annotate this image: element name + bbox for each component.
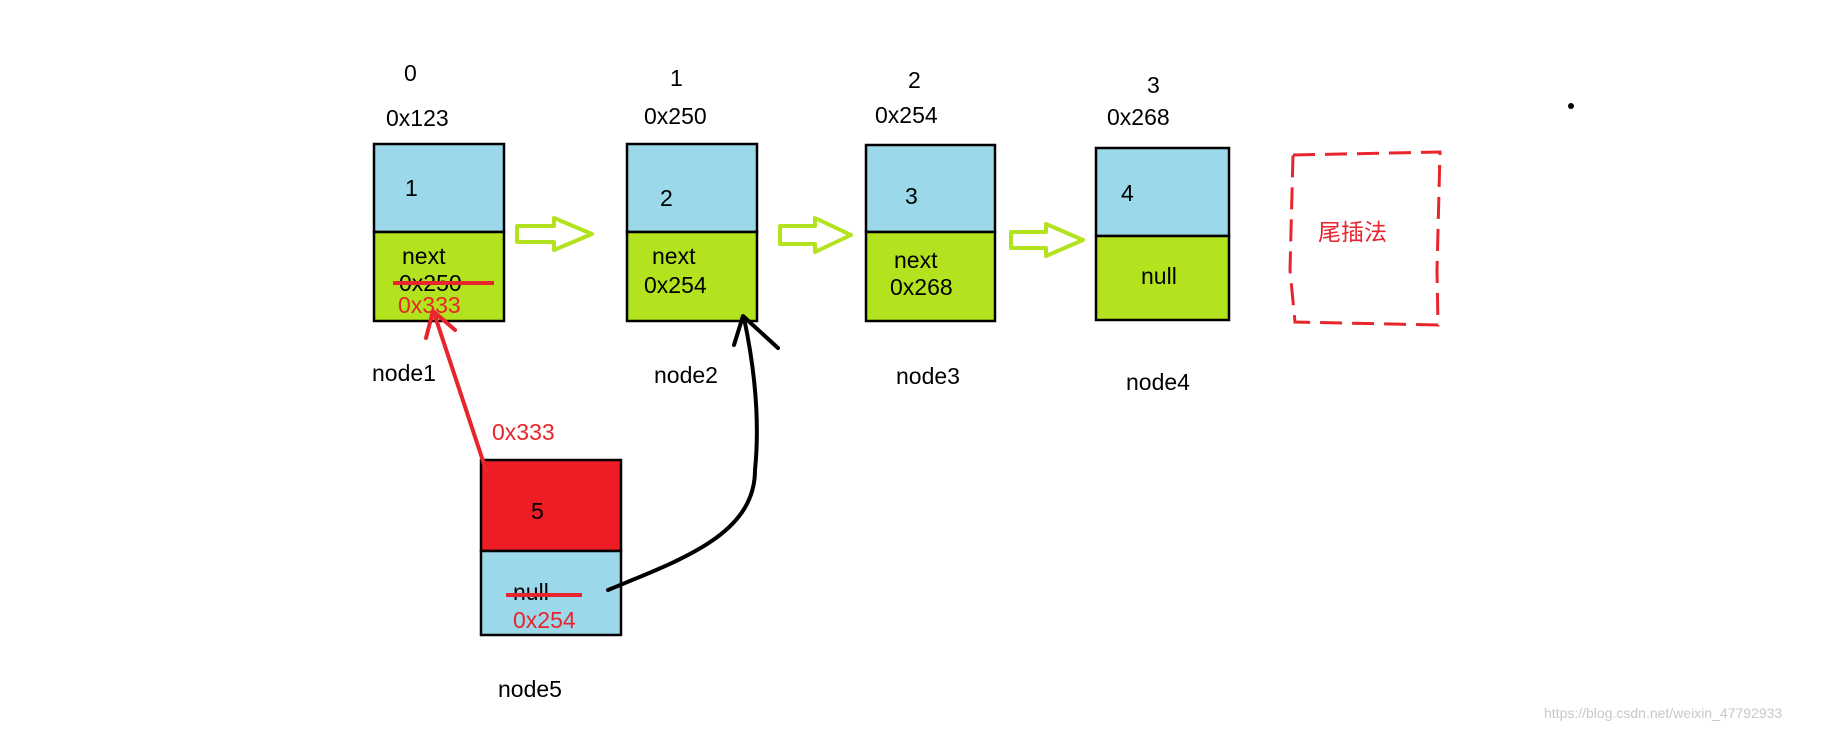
node5-next-old-value: null bbox=[513, 579, 549, 605]
node2-next-label: next bbox=[652, 243, 696, 269]
node3-value: 3 bbox=[905, 183, 918, 209]
node3-name: node3 bbox=[896, 363, 960, 389]
stray-dot bbox=[1568, 103, 1574, 109]
arrow-node1-to-node2 bbox=[515, 216, 594, 252]
node1-name: node1 bbox=[372, 360, 436, 386]
black-arrow-node5-to-node2 bbox=[606, 316, 759, 592]
node5-next-new-value: 0x254 bbox=[513, 607, 576, 633]
node4: 3 0x268 4 null node4 bbox=[1094, 72, 1231, 395]
node2: 1 0x250 2 next 0x254 node2 bbox=[625, 65, 759, 388]
node3-index: 2 bbox=[908, 67, 921, 93]
node1-next-label: next bbox=[402, 243, 446, 269]
node2-next-value: 0x254 bbox=[644, 272, 707, 298]
node5: 0x333 5 null 0x254 node5 bbox=[479, 419, 623, 702]
node2-address: 0x250 bbox=[644, 103, 707, 129]
red-arrowhead-node1 bbox=[424, 309, 457, 340]
node1-value-cell bbox=[372, 142, 506, 234]
arrow-node2-to-node3 bbox=[778, 216, 853, 254]
node2-next-cell bbox=[625, 230, 759, 323]
node3-next-value: 0x268 bbox=[890, 274, 953, 300]
arrow-node3-to-node4 bbox=[1009, 222, 1085, 258]
node1-index: 0 bbox=[404, 60, 417, 86]
red-arrow-node5-to-node1 bbox=[432, 311, 488, 472]
node1-next-cell bbox=[372, 230, 506, 323]
node2-name: node2 bbox=[654, 362, 718, 388]
node1: 0 0x123 1 next 0x250 0x333 node1 bbox=[372, 60, 506, 386]
node3-next-cell bbox=[864, 230, 997, 323]
node1-address: 0x123 bbox=[386, 105, 449, 131]
node3-address: 0x254 bbox=[875, 102, 938, 128]
node3: 2 0x254 3 next 0x268 node3 bbox=[864, 67, 997, 389]
node2-value: 2 bbox=[660, 185, 673, 211]
node4-index: 3 bbox=[1147, 72, 1160, 98]
node4-next-value: null bbox=[1141, 263, 1177, 289]
node1-value: 1 bbox=[405, 175, 418, 201]
method-box-border bbox=[1288, 150, 1442, 327]
node4-value-cell bbox=[1094, 146, 1231, 238]
node2-value-cell bbox=[625, 142, 759, 234]
node5-value: 5 bbox=[531, 498, 544, 524]
method-box: 尾插法 bbox=[1288, 150, 1442, 327]
watermark: https://blog.csdn.net/weixin_47792933 bbox=[1544, 705, 1782, 721]
node5-value-cell bbox=[479, 458, 623, 553]
node5-name: node5 bbox=[498, 676, 562, 702]
node4-address: 0x268 bbox=[1107, 104, 1170, 130]
black-arrowhead-node2 bbox=[732, 314, 780, 350]
node1-next-new-value: 0x333 bbox=[398, 292, 461, 318]
node3-next-label: next bbox=[894, 247, 938, 273]
node4-next-cell bbox=[1094, 234, 1231, 322]
node4-name: node4 bbox=[1126, 369, 1190, 395]
node2-index: 1 bbox=[670, 65, 683, 91]
node5-address: 0x333 bbox=[492, 419, 555, 445]
method-label: 尾插法 bbox=[1318, 219, 1387, 245]
node3-value-cell bbox=[864, 143, 997, 234]
node4-value: 4 bbox=[1121, 180, 1134, 206]
